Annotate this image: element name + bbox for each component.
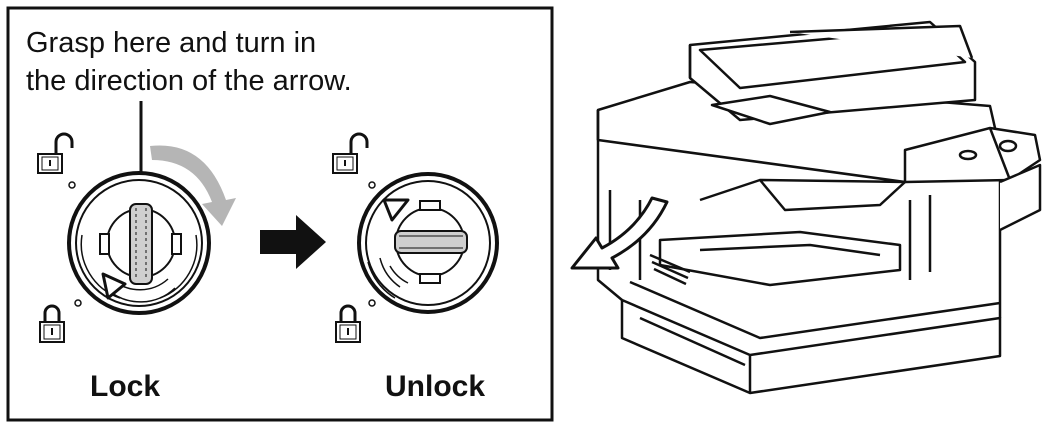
lock-dial <box>67 171 211 315</box>
curved-pull-arrow-icon <box>570 196 669 270</box>
dot-marker <box>68 181 76 189</box>
curved-rotate-arrow-icon <box>150 145 236 226</box>
locked-padlock-icon <box>335 304 361 343</box>
instruction-line-2: the direction of the arrow. <box>26 65 352 97</box>
dot-marker <box>368 181 376 189</box>
unlocked-padlock-icon <box>332 132 369 174</box>
unlocked-padlock-icon <box>37 132 74 174</box>
dot-marker <box>368 299 376 307</box>
copier-machine-icon <box>596 20 1042 395</box>
lock-label: Lock <box>90 370 161 403</box>
dot-marker <box>74 299 82 307</box>
right-arrow-icon <box>260 215 326 269</box>
unlock-dial <box>357 172 499 314</box>
triangle-indicator-icon <box>382 198 410 222</box>
locked-padlock-icon <box>39 304 65 343</box>
instruction-panel-frame <box>6 6 554 422</box>
instruction-line-1: Grasp here and turn in <box>26 27 317 59</box>
instruction-text: Grasp here and turn in the direction of … <box>26 24 352 100</box>
triangle-indicator-icon <box>101 272 127 300</box>
unlock-label: Unlock <box>385 370 486 403</box>
